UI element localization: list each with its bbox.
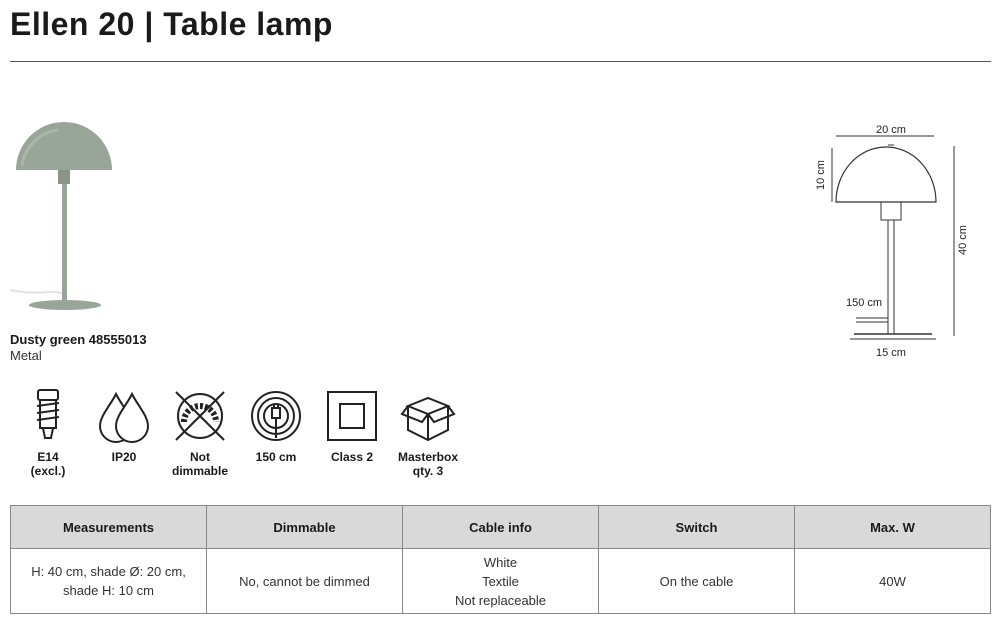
shade-width-label: 20 cm [876, 124, 906, 136]
cell-max-w: 40W [794, 548, 991, 614]
masterbox-icon [400, 396, 456, 442]
spec-ip20: IP20 [89, 388, 159, 464]
cell-dimmable: No, cannot be dimmed [206, 548, 403, 614]
class2-icon [327, 391, 377, 441]
header-switch: Switch [598, 505, 795, 549]
header-cable-info: Cable info [402, 505, 599, 549]
spec-not-dimmable-line1: Not [190, 450, 210, 464]
spec-e14-line1: E14 [37, 450, 59, 464]
spec-cable-length-line1: 150 cm [255, 450, 297, 464]
ip20-drops-icon [98, 391, 150, 443]
spec-e14-line2: (excl.) [30, 464, 66, 478]
product-image [9, 122, 112, 310]
cell-cable-info: White Textile Not replaceable [402, 548, 599, 614]
spec-class2: Class 2 [317, 388, 387, 464]
shade-height-label: 10 cm [815, 160, 827, 190]
cell-switch: On the cable [598, 548, 795, 614]
cell-measurements: H: 40 cm, shade Ø: 20 cm, shade H: 10 cm [10, 548, 207, 614]
page-title: Ellen 20 | Table lamp [10, 6, 333, 42]
dimension-drawing: 20 cm 10 cm 150 cm 40 cm 15 cm [815, 124, 969, 359]
title-divider [10, 61, 991, 62]
cable-length-icon [251, 391, 301, 441]
header-max-w: Max. W [794, 505, 991, 549]
base-width-label: 15 cm [876, 347, 906, 359]
spec-masterbox-line1: Masterbox [397, 450, 459, 464]
table-row: H: 40 cm, shade Ø: 20 cm, shade H: 10 cm… [10, 548, 991, 614]
table-header-row: Measurements Dimmable Cable info Switch … [10, 505, 991, 549]
total-height-label: 40 cm [957, 225, 969, 255]
spec-cable-length: 150 cm [241, 388, 311, 464]
header-dimmable: Dimmable [206, 505, 403, 549]
spec-ip20-line1: IP20 [111, 450, 137, 464]
spec-e14: E14(excl.) [13, 388, 83, 478]
spec-class2-line1: Class 2 [330, 450, 374, 464]
spec-table: Measurements Dimmable Cable info Switch … [10, 505, 991, 614]
header-measurements: Measurements [10, 505, 207, 549]
cable-length-label: 150 cm [846, 297, 882, 309]
e14-bulb-icon [36, 389, 60, 439]
product-name: Dusty green 48555013 [10, 332, 147, 347]
spec-not-dimmable-line2: dimmable [171, 464, 228, 478]
product-material: Metal [10, 348, 42, 363]
not-dimmable-icon [175, 391, 225, 441]
spec-masterbox-line2: qty. 3 [412, 464, 444, 478]
